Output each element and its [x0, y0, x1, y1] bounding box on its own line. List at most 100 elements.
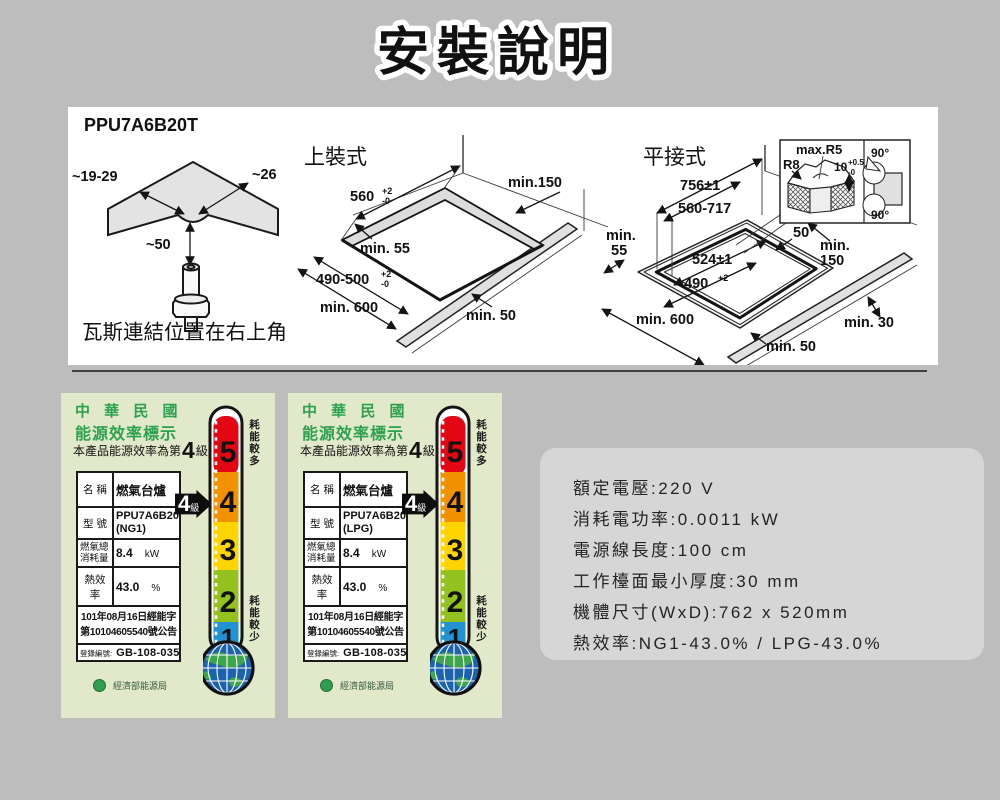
flush-mount-diagram: 平接式	[601, 139, 918, 370]
energy-bureau-logo-icon	[93, 679, 106, 692]
name-key: 名 稱	[76, 471, 114, 508]
model-line2: (LPG)	[343, 523, 373, 535]
spec-body-size: 機體尺寸(WxD):762 x 520mm	[573, 603, 850, 622]
dim-width-sub: -0	[382, 196, 390, 206]
grade-prefix: 本產品能源效率為第	[73, 444, 182, 459]
gas-key: 燃氣總消耗量	[303, 538, 341, 568]
eff-key: 熱效率	[76, 566, 114, 607]
energy-bureau-logo-icon	[320, 679, 333, 692]
counter-front-edge	[726, 252, 914, 364]
dim-inner-depth: 490	[684, 276, 708, 292]
label-country: 中 華 民 國	[75, 403, 183, 420]
scale-5: 5	[220, 436, 237, 469]
scale-3: 3	[447, 534, 464, 567]
agency-name: 經濟部能源局	[340, 681, 395, 691]
reg-key: 登錄編號:	[307, 648, 340, 658]
agency-row: 經濟部能源局	[320, 679, 394, 692]
model-value: PPU7A6B20T(LPG)	[339, 506, 408, 540]
inset-r8: R8	[783, 157, 800, 172]
gas-key: 燃氣總消耗量	[76, 538, 114, 568]
more-energy-text: 耗能較多	[248, 419, 260, 467]
inset-max-radius: max.R5	[796, 142, 842, 157]
reg-key: 登錄編號:	[80, 648, 113, 658]
flush-mount-title: 平接式	[643, 146, 706, 169]
scale-2: 2	[447, 586, 464, 619]
model-line1: PPU7A6B20T	[343, 510, 407, 522]
reg-value: GB-108-0353	[116, 646, 180, 659]
dim-outer-width: 756±1	[680, 178, 720, 194]
dim-left-1: min.	[606, 228, 636, 244]
model-line1: PPU7A6B20T	[116, 510, 180, 522]
more-energy-text: 耗能較多	[475, 419, 487, 467]
gas-position-caption: 瓦斯連結位置在右上角	[82, 321, 287, 344]
dim-width-sup: +2	[382, 186, 392, 196]
grade-prefix: 本產品能源效率為第	[300, 444, 409, 459]
eff-key: 熱效率	[303, 566, 341, 607]
label-title: 能源效率標示	[302, 426, 405, 443]
eff-value: 43.0%	[112, 566, 181, 607]
dim-width-range: 560-717	[678, 201, 731, 217]
dim-height: ~50	[146, 237, 171, 253]
spec-power: 消耗電功率:0.0011 kW	[573, 510, 781, 529]
dim-width: 560	[350, 189, 374, 205]
dim-edge: min. 30	[844, 315, 894, 331]
model-key: 型 號	[303, 506, 341, 540]
dim-wall-1: min.	[820, 238, 850, 254]
less-energy-text: 耗能較少	[248, 595, 260, 643]
diagram-svg: PPU7A6B20T ~19-29 ~26 ~50	[72, 115, 918, 370]
dim-inner-margin: min. 55	[360, 241, 410, 257]
dim-depth: 490-500	[316, 272, 369, 288]
spec-panel: 額定電壓:220 V 消耗電功率:0.0011 kW 電源線長度:100 cm …	[540, 448, 984, 660]
scale-3: 3	[220, 534, 237, 567]
model-value: PPU7A6B20T(NG1)	[112, 506, 181, 540]
grade-suffix: 級	[195, 444, 208, 459]
dim-inner-width: 524±1	[692, 252, 732, 268]
gas-fitting	[172, 262, 210, 332]
thermometer: 5 4 3 2 1	[203, 405, 255, 696]
top-mount-title: 上裝式	[304, 146, 367, 169]
scale-4: 4	[220, 486, 237, 519]
corner-detail-inset: max.R5 R8 10 +0.5 -0 90° 90°	[735, 139, 911, 254]
spec-voltage: 額定電壓:220 V	[573, 479, 716, 498]
dim-side: min. 600	[320, 300, 378, 316]
label-country: 中 華 民 國	[302, 403, 410, 420]
dim-band-right: ~26	[252, 167, 277, 183]
grade-value: 4	[409, 437, 422, 463]
agency-name: 經濟部能源局	[113, 681, 168, 691]
globe-icon	[203, 640, 255, 696]
inset-depth-sub: -0	[848, 168, 856, 177]
registration: 登錄編號:GB-108-0354	[303, 643, 408, 662]
model-key: 型 號	[76, 506, 114, 540]
inset-angle-bottom: 90°	[871, 208, 889, 222]
name-value: 燃氣台爐	[339, 471, 408, 508]
install-diagram-panel: PPU7A6B20T ~19-29 ~26 ~50	[68, 107, 938, 370]
counter-corner-band	[107, 160, 279, 237]
thermometer: 5 4 3 2 1	[430, 405, 482, 696]
announcement: 101年08月16日經能字第10104605540號公告	[76, 605, 181, 645]
dim-rim-gap: 50	[793, 225, 809, 241]
scale-4: 4	[447, 486, 464, 519]
divider-line	[72, 370, 927, 372]
name-key: 名 稱	[303, 471, 341, 508]
dim-depth-sub: -0	[381, 279, 389, 289]
scale-5: 5	[447, 436, 464, 469]
counter-front-edge	[395, 222, 579, 348]
spec-efficiency: 熱效率:NG1-43.0% / LPG-43.0%	[573, 634, 883, 653]
gas-connection-diagram: ~19-29 ~26 ~50 瓦斯連結位置在右上角	[72, 160, 287, 344]
name-value: 燃氣台爐	[112, 471, 181, 508]
label-title: 能源效率標示	[75, 426, 178, 443]
dim-front: min. 50	[766, 339, 816, 355]
less-energy-text: 耗能較少	[475, 595, 487, 643]
dim-front: min. 50	[466, 308, 516, 324]
dim-left-2: 55	[611, 243, 627, 259]
spec-counter-thickness: 工作檯面最小厚度:30 mm	[573, 572, 801, 591]
grade-value: 4	[182, 437, 195, 463]
